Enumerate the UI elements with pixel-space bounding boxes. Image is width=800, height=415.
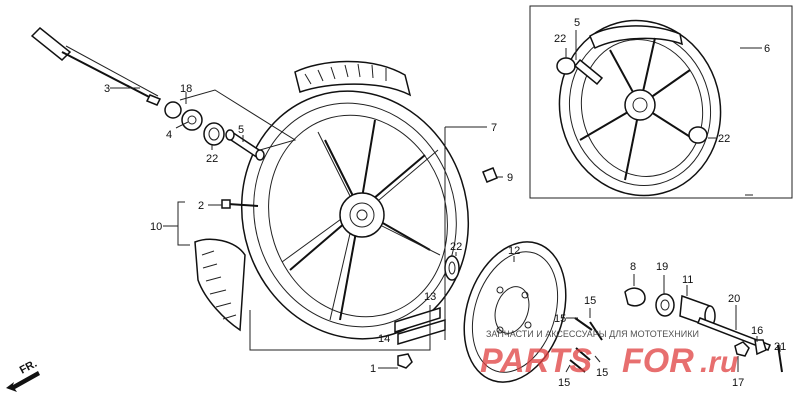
label-5b: 5 <box>574 17 580 29</box>
part-labels: 3 18 4 22 5 7 9 2 10 22 12 13 14 1 8 19 … <box>104 17 786 389</box>
label-18: 18 <box>180 83 192 95</box>
label-10: 10 <box>150 221 162 233</box>
valve-part <box>397 353 413 369</box>
label-20: 20 <box>728 293 740 305</box>
watermark-tagline: ЗАПЧАСТИ И АКСЕССУАРЫ ДЛЯ МОТОТЕХНИКИ <box>486 329 699 339</box>
label-7: 7 <box>491 122 497 134</box>
label-22d: 22 <box>718 133 730 145</box>
tire-segment-part <box>194 238 246 332</box>
clip-part <box>482 167 498 183</box>
bearing-group <box>164 89 297 161</box>
label-22c: 22 <box>554 33 566 45</box>
decal-parts <box>394 306 446 346</box>
main-wheel-part <box>240 60 470 340</box>
leader-lines <box>110 30 781 373</box>
label-14: 14 <box>378 333 390 345</box>
label-22: 22 <box>206 153 218 165</box>
watermark-brand-left: PARTS <box>480 342 592 380</box>
disc-bolts-part <box>569 317 603 373</box>
label-8: 8 <box>630 261 636 273</box>
front-direction-arrow: FR. <box>6 358 40 392</box>
label-22b: 22 <box>450 241 462 253</box>
watermark-brand-suffix: .ru <box>700 346 738 379</box>
label-4: 4 <box>166 129 172 141</box>
label-19: 19 <box>656 261 668 273</box>
label-13: 13 <box>424 291 436 303</box>
label-17: 17 <box>732 377 744 389</box>
label-16: 16 <box>751 325 763 337</box>
label-12: 12 <box>508 245 520 257</box>
watermark: ЗАПЧАСТИ И АКСЕССУАРЫ ДЛЯ МОТОТЕХНИКИ PA… <box>480 329 738 380</box>
label-5: 5 <box>238 124 244 136</box>
label-15c: 15 <box>558 377 570 389</box>
inset-wheel-part <box>529 5 793 199</box>
axle-part <box>30 26 162 106</box>
label-11: 11 <box>682 274 693 286</box>
brake-disc-part <box>463 241 567 383</box>
label-15a: 15 <box>584 295 596 307</box>
label-21: 21 <box>774 341 786 353</box>
label-6: 6 <box>764 43 770 55</box>
hub-parts-right <box>624 287 783 373</box>
label-2: 2 <box>198 200 204 212</box>
label-15b: 15 <box>554 313 566 325</box>
watermark-brand-right: FOR <box>622 342 694 380</box>
label-1: 1 <box>370 363 376 375</box>
bolt-part <box>221 199 259 209</box>
label-3: 3 <box>104 83 110 95</box>
label-15d: 15 <box>596 367 608 379</box>
label-9: 9 <box>507 172 513 184</box>
bearing-right-part <box>444 255 460 281</box>
